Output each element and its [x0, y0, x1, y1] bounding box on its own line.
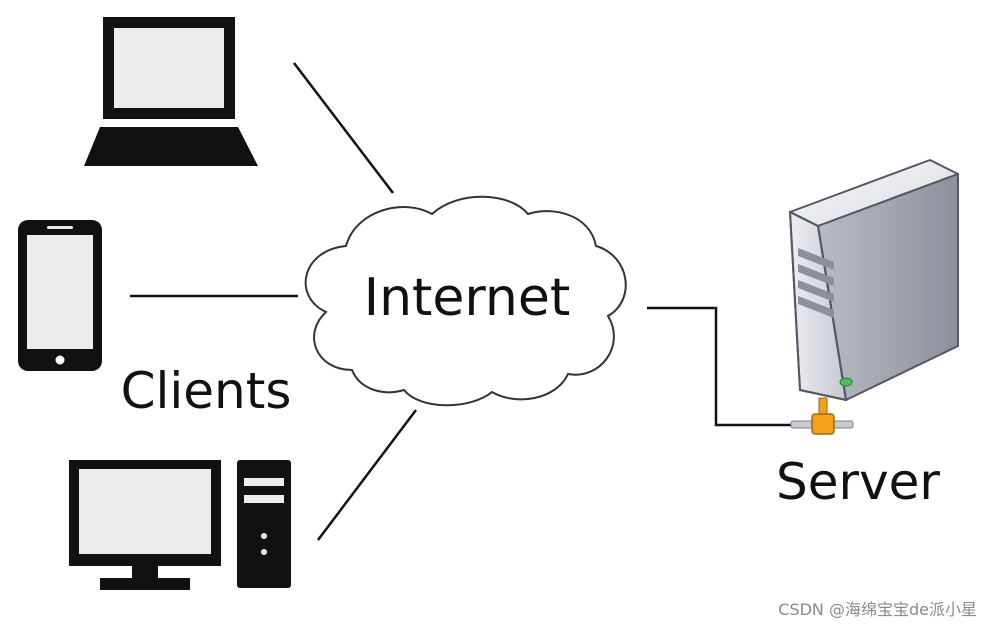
server-label: Server — [776, 453, 940, 511]
connection-lines — [130, 62, 800, 541]
laptop-icon — [84, 17, 258, 166]
server-tower-icon — [788, 159, 959, 402]
server-power-led-icon — [839, 377, 853, 387]
desktop-to-internet-line — [317, 409, 417, 541]
desktop-computer-icon — [69, 460, 291, 590]
cloud-icon — [304, 195, 627, 407]
internet-to-server-line — [647, 306, 800, 427]
server-vent-icon — [798, 248, 834, 318]
monitor-icon — [69, 460, 221, 590]
computer-tower-icon — [237, 460, 291, 588]
internet-label: Internet — [364, 268, 570, 328]
watermark-text: CSDN @海绵宝宝de派小星 — [778, 600, 977, 619]
smartphone-icon — [18, 220, 102, 371]
clients-label: Clients — [121, 362, 292, 420]
laptop-to-internet-line — [293, 62, 394, 194]
network-connector-icon — [790, 397, 854, 435]
